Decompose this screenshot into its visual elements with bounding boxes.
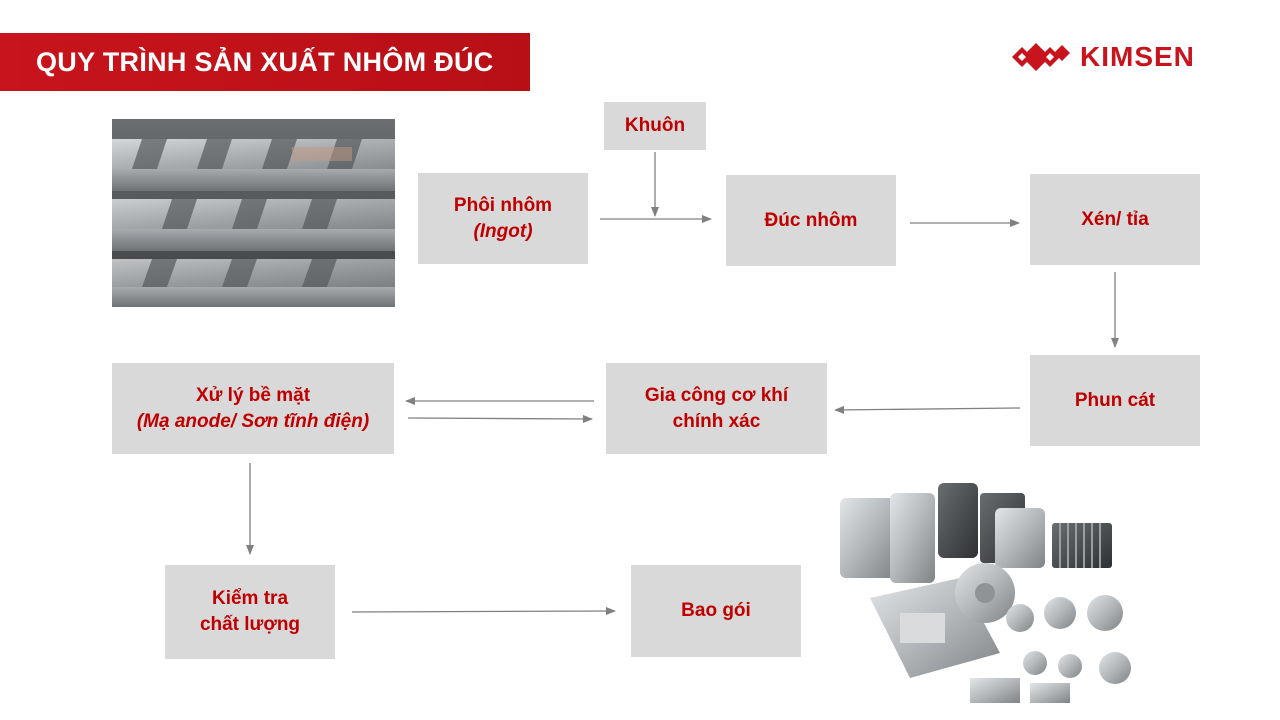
step-giacong-label: Gia công cơ khí [644,384,789,406]
aluminum-ingots-photo [112,119,395,307]
kimsen-logo: KIMSEN [1012,38,1195,76]
step-xen-label: Xén/ tỉa [1081,208,1149,230]
step-giacong-label-2: chính xác [672,410,761,432]
step-kiemtra-label: Kiểm tra [211,588,289,609]
step-khuon: Khuôn [604,102,706,150]
step-phun-label: Phun cát [1074,389,1156,411]
arrow-xuly-to-giacong [407,414,593,423]
step-khuon-label: Khuôn [624,115,686,136]
arrow-kiemtra-to-baogoi [351,607,616,616]
step-xuly-label: Xử lý bề mặt [195,384,311,406]
step-gia-cong: Gia công cơ khí chính xác [606,363,827,454]
step-duc-nhom: Đúc nhôm [726,175,896,266]
step-phoi-label: Phôi nhôm [453,194,553,216]
step-xen-tia: Xén/ tỉa [1030,174,1200,265]
step-phoi-nhom: Phôi nhôm (Ingot) [418,173,588,264]
arrow-phun-to-giacong [834,405,1021,414]
step-phun-cat: Phun cát [1030,355,1200,446]
step-phoi-sublabel: (Ingot) [473,220,533,242]
step-bao-goi: Bao gói [631,565,801,657]
step-kiem-tra: Kiểm tra chất lượng [165,565,335,659]
step-xuly-sublabel: (Mạ anode/ Sơn tĩnh điện) [136,410,370,432]
title-banner: QUY TRÌNH SẢN XUẤT NHÔM ĐÚC [0,33,530,91]
step-baogoi-label: Bao gói [681,600,751,621]
page-title: QUY TRÌNH SẢN XUẤT NHÔM ĐÚC [36,46,494,77]
die-cast-aluminum-parts-photo [840,483,1131,703]
kimsen-logo-icon [1012,43,1070,71]
step-xu-ly-be-mat: Xử lý bề mặt (Mạ anode/ Sơn tĩnh điện) [112,363,394,454]
step-duc-label: Đúc nhôm [764,209,858,231]
step-kiemtra-label-2: chất lượng [199,614,301,635]
brand-name: KIMSEN [1080,41,1195,72]
